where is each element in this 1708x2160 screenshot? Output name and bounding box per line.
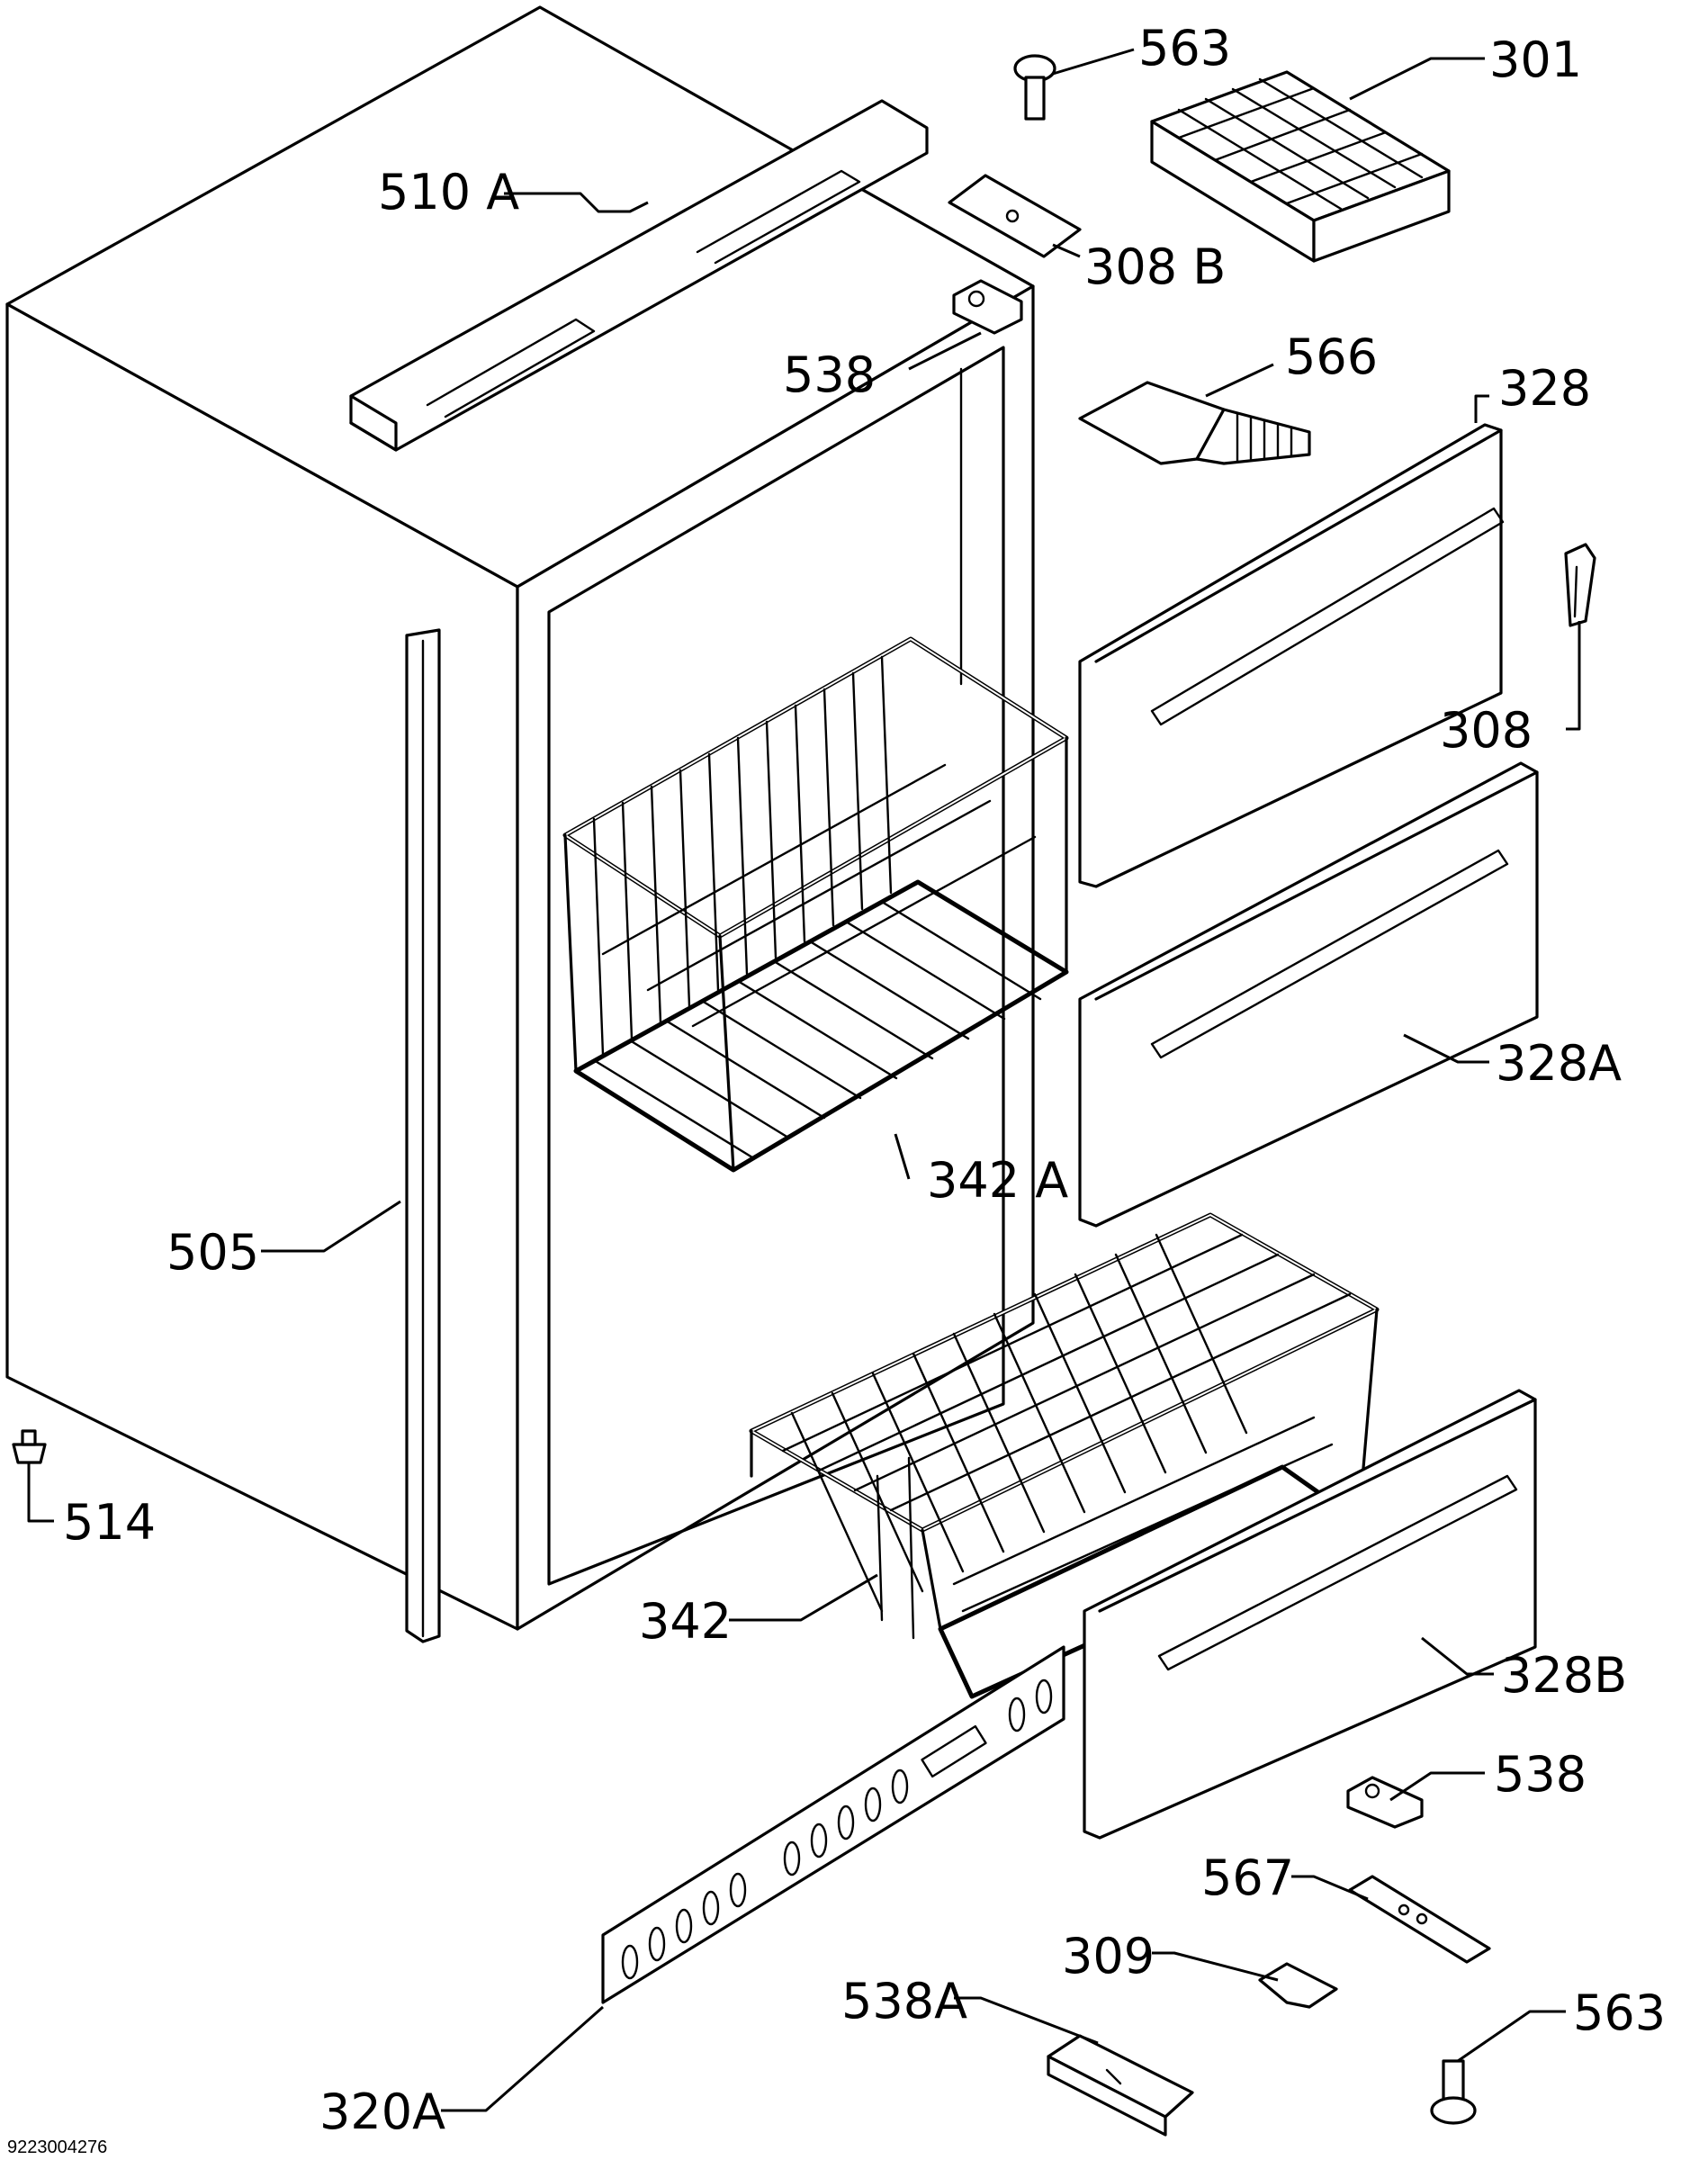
drawing-number: 9223004276 xyxy=(7,2138,107,2157)
callout-328b: 328B xyxy=(1501,1647,1627,1704)
callout-538-top: 538 xyxy=(783,346,876,403)
callout-510a: 510 A xyxy=(378,164,519,220)
hinge-pin-538-bottom xyxy=(1346,1776,1424,1829)
callout-309: 309 xyxy=(1062,1928,1155,1984)
callout-308b: 308 B xyxy=(1084,238,1226,295)
foot-514 xyxy=(12,1429,47,1464)
callout-563-bottom: 563 xyxy=(1573,1984,1666,2041)
base-grille-320a xyxy=(601,1645,1065,2004)
cabinet-body xyxy=(5,5,1035,1631)
callout-566: 566 xyxy=(1285,328,1378,385)
callout-308: 308 xyxy=(1440,702,1533,759)
screw-563-bottom xyxy=(1430,2059,1477,2125)
callout-320a: 320A xyxy=(319,2084,445,2140)
leader-lines xyxy=(27,48,1581,2112)
drawer-front-328a xyxy=(1078,761,1539,1228)
ice-scraper-566 xyxy=(1078,381,1311,465)
basket-342a xyxy=(562,636,1069,1173)
callout-342a: 342 A xyxy=(927,1152,1068,1209)
hinge-pin-538-top xyxy=(952,279,1023,335)
callout-labels: 563 301 510 A 308 B 538 566 328 308 328A… xyxy=(63,20,1666,2140)
screw-563-top xyxy=(1013,54,1056,121)
callout-301: 301 xyxy=(1489,32,1582,88)
callout-538-bottom: 538 xyxy=(1494,1746,1587,1803)
door-stop-308 xyxy=(1564,543,1596,627)
spacer-309 xyxy=(1258,1962,1338,2009)
callout-514: 514 xyxy=(63,1494,156,1551)
hinge-bracket-538a xyxy=(1047,2034,1194,2137)
drawer-front-328b xyxy=(1083,1389,1537,1840)
callout-505: 505 xyxy=(166,1224,259,1281)
callout-563-top: 563 xyxy=(1138,20,1231,76)
ice-tray-301 xyxy=(1150,70,1451,263)
hinge-plate-308b xyxy=(948,174,1082,258)
door-seal-505 xyxy=(405,628,441,1643)
callout-342: 342 xyxy=(639,1593,732,1650)
callout-328: 328 xyxy=(1498,360,1591,417)
hinge-plate-567 xyxy=(1348,1875,1491,1964)
callout-567: 567 xyxy=(1201,1850,1294,1906)
hinge-cover-510a xyxy=(349,99,929,452)
callout-538a: 538A xyxy=(841,1973,967,2030)
drawer-front-328 xyxy=(1078,423,1505,888)
callout-328a: 328A xyxy=(1496,1035,1622,1092)
